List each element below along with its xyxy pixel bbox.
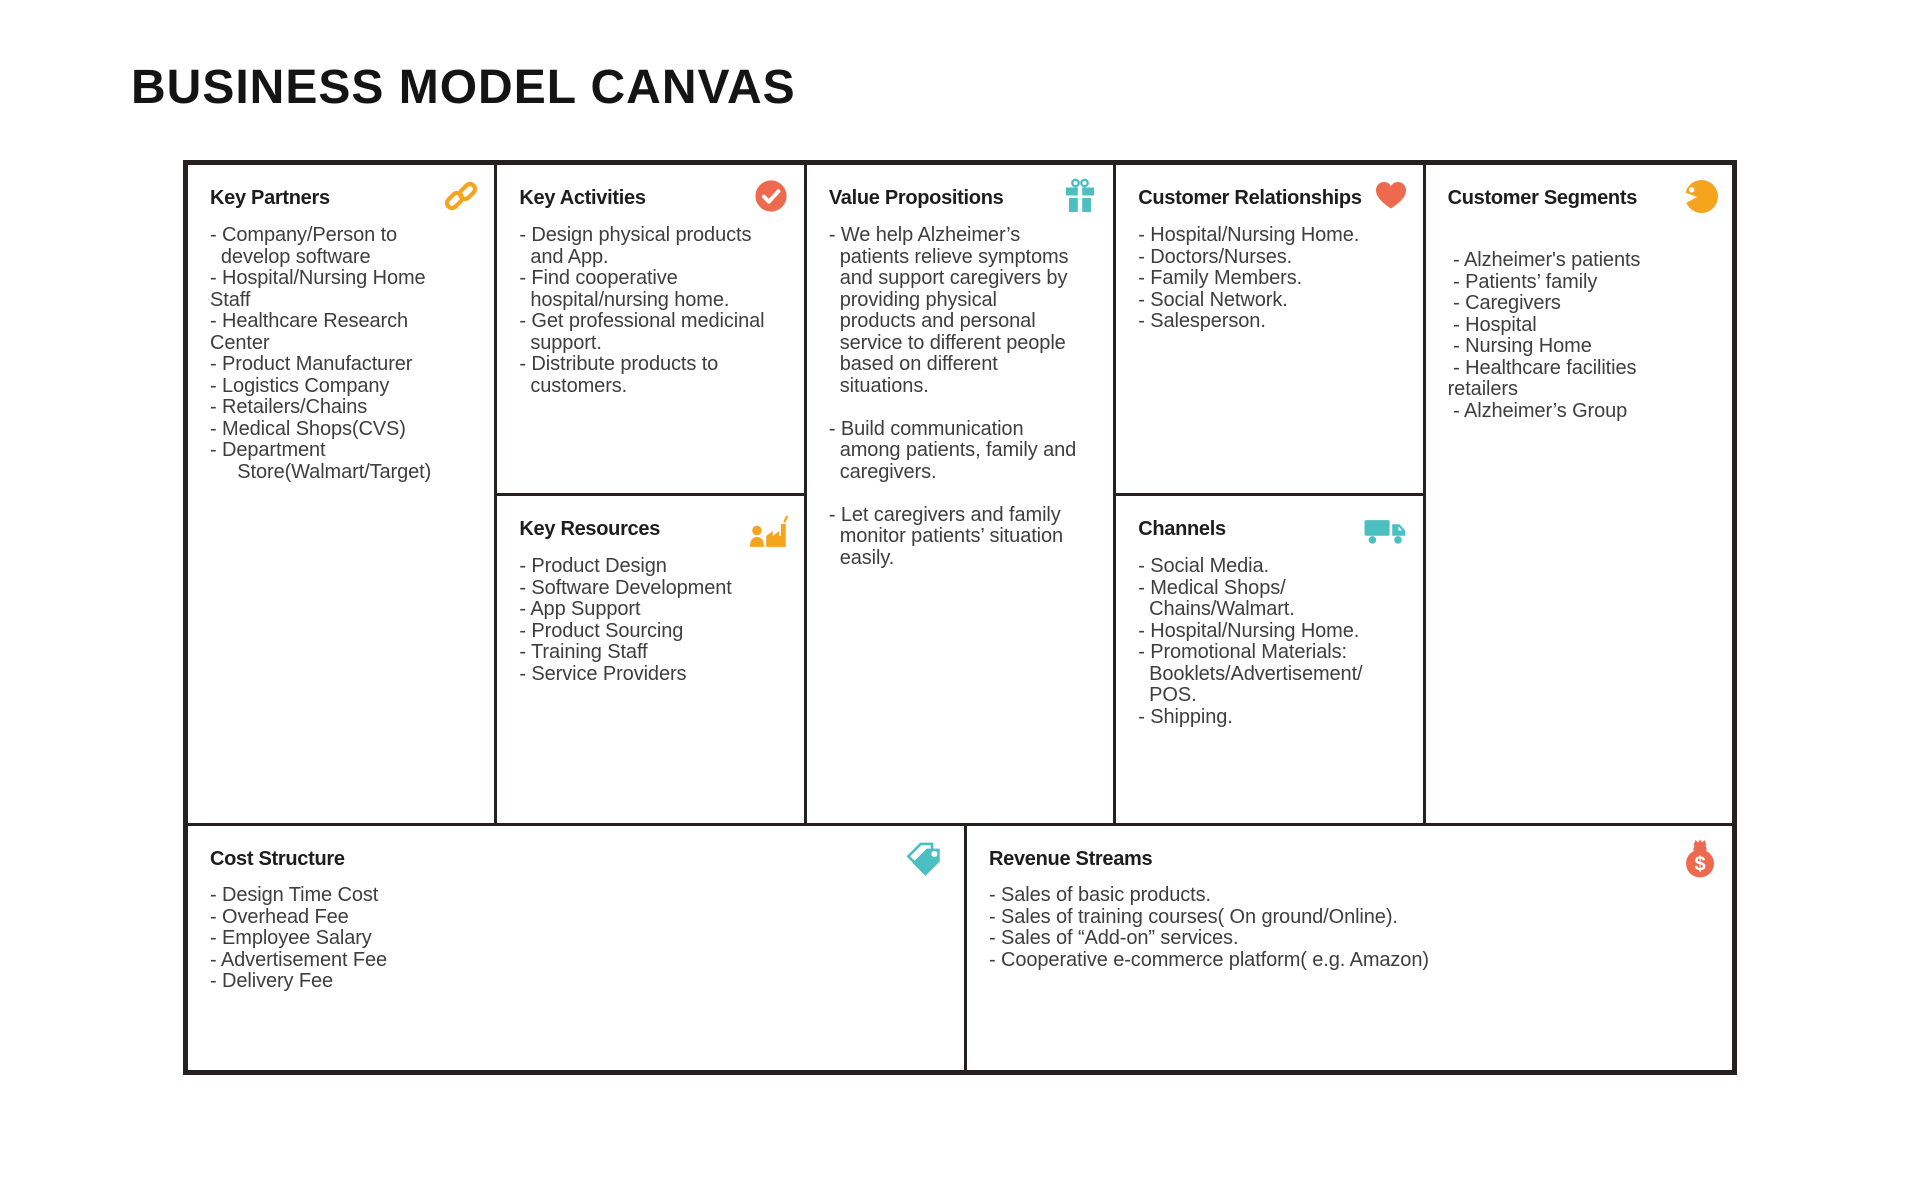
check-circle-icon: [754, 179, 788, 213]
channels-title: Channels: [1138, 518, 1226, 540]
gift-icon: [1061, 177, 1099, 215]
customer-relationships-items: - Hospital/Nursing Home. - Doctors/Nurse…: [1138, 224, 1360, 332]
box-key-activities: Key Activities - Design physical product…: [497, 165, 803, 493]
revenue-streams-title: Revenue Streams: [989, 848, 1153, 870]
value-propositions-title: Value Propositions: [828, 187, 1004, 209]
section-value-propositions: Value Propositions - We help Alzheimer’s…: [807, 165, 1113, 823]
column-value-propositions: Value Propositions - We help Alzheimer’s…: [807, 165, 1117, 823]
box-customer-relationships: Customer Relationships - Hospital/Nursin…: [1116, 165, 1422, 493]
box-channels: Channels - Social Media. - Me: [1116, 493, 1423, 823]
box-key-resources: Key Resources - Product Design - Softwar…: [497, 493, 804, 823]
customer-relationships-title: Customer Relationships: [1138, 187, 1362, 209]
canvas-top-row: Key Partners - Company/Person to develop…: [188, 165, 1732, 823]
key-activities-title: Key Activities: [519, 187, 646, 209]
column-customer-relationships-channels: Customer Relationships - Hospital/Nursin…: [1116, 165, 1426, 823]
key-partners-items: - Company/Person to develop software - H…: [210, 224, 432, 483]
column-cost-structure: Cost Structure - Design Time Cost - Over…: [188, 826, 967, 1070]
tag-icon: [903, 838, 948, 883]
section-key-partners: Key Partners - Company/Person to develop…: [188, 165, 494, 823]
business-model-canvas: Key Partners - Company/Person to develop…: [183, 160, 1737, 1075]
link-icon: [442, 177, 480, 215]
face-icon: [1682, 178, 1719, 215]
money-bag-icon: $: [1680, 836, 1720, 881]
section-key-resources: Key Resources - Product Design - Softwar…: [497, 496, 803, 823]
key-resources-title: Key Resources: [519, 518, 661, 540]
section-key-activities: Key Activities - Design physical product…: [497, 165, 803, 493]
cost-structure-title: Cost Structure: [210, 848, 345, 870]
value-propositions-items: - We help Alzheimer’s patients relieve s…: [828, 224, 1077, 569]
svg-text:$: $: [1694, 854, 1705, 876]
column-key-activities-resources: Key Activities - Design physical product…: [497, 165, 807, 823]
page-title: BUSINESS MODEL CANVAS: [131, 61, 796, 114]
canvas-bottom-row: Cost Structure - Design Time Cost - Over…: [188, 823, 1732, 1070]
cost-structure-items: - Design Time Cost - Overhead Fee - Empl…: [210, 884, 388, 992]
section-customer-segments: Customer Segments - Alzheimer's patients…: [1426, 165, 1732, 823]
key-activities-items: - Design physical products and App. - Fi…: [519, 224, 765, 397]
channels-items: - Social Media. - Medical Shops/ Chains/…: [1138, 555, 1363, 728]
key-resources-items: - Product Design - Software Development …: [519, 555, 732, 685]
column-customer-segments: Customer Segments - Alzheimer's patients…: [1426, 165, 1732, 823]
column-revenue-streams: Revenue Streams $ - Sales of basic produ…: [967, 826, 1732, 1070]
section-customer-relationships: Customer Relationships - Hospital/Nursin…: [1116, 165, 1422, 493]
key-partners-title: Key Partners: [210, 187, 330, 209]
heart-icon: [1373, 179, 1409, 211]
section-channels: Channels - Social Media. - Me: [1116, 496, 1422, 823]
truck-icon: [1363, 512, 1411, 548]
person-factory-icon: [748, 512, 792, 549]
customer-segments-title: Customer Segments: [1447, 187, 1638, 209]
customer-segments-items: - Alzheimer's patients - Patients’ famil…: [1447, 249, 1641, 422]
section-revenue-streams: Revenue Streams $ - Sales of basic produ…: [967, 826, 1732, 1070]
column-key-partners: Key Partners - Company/Person to develop…: [188, 165, 498, 823]
revenue-streams-items: - Sales of basic products. - Sales of tr…: [989, 884, 1429, 971]
section-cost-structure: Cost Structure - Design Time Cost - Over…: [188, 826, 964, 1070]
